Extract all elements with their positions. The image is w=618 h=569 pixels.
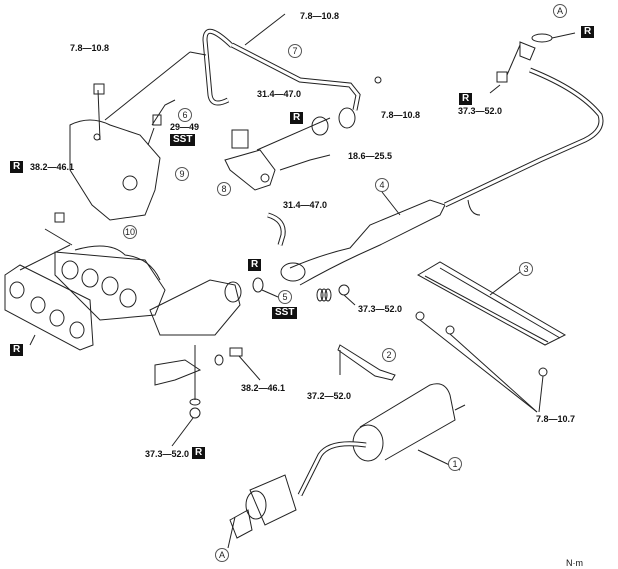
part-number-4: 4 — [375, 178, 389, 192]
nut — [445, 325, 455, 335]
front-pipe-drawing — [149, 279, 242, 336]
bolt — [229, 347, 243, 357]
torque-label: 7.8—10.7 — [536, 414, 576, 424]
part-number-1: 1 — [448, 457, 462, 471]
washer — [214, 354, 224, 366]
torque-label: 29—49 — [170, 122, 200, 132]
gasket-5 — [252, 277, 264, 293]
sst-badge: SST — [272, 307, 298, 319]
valve-assembly-8-drawing — [224, 129, 276, 191]
exhaust-manifold-10-drawing — [54, 245, 166, 321]
manifold-gasket-drawing — [4, 264, 94, 351]
torque-label: 37.3—52.0 — [145, 449, 190, 459]
torque-label: 7.8—10.8 — [300, 11, 340, 21]
bracket-2-drawing — [337, 344, 396, 381]
part-number-7: 7 — [288, 44, 302, 58]
torque-label: 7.8—10.8 — [381, 110, 421, 120]
bracket — [154, 359, 202, 386]
part-number-6: 6 — [178, 108, 192, 122]
pipe-7-drawing — [202, 13, 361, 111]
replace-badge: R — [290, 112, 304, 124]
nut — [415, 311, 425, 321]
converter-4-drawing — [280, 67, 604, 286]
torque-label: 37.3—52.0 — [458, 106, 503, 116]
reference-mark-a: A — [215, 548, 229, 562]
bolt — [93, 83, 105, 95]
flange — [519, 41, 536, 61]
replace-badge: R — [248, 259, 262, 271]
nut — [496, 71, 508, 83]
torque-unit-label: N·m — [566, 558, 583, 568]
gasket-a — [531, 33, 553, 43]
torque-label: 7.8—10.8 — [70, 43, 110, 53]
part-number-10: 10 — [123, 225, 137, 239]
replace-badge: R — [10, 161, 24, 173]
replace-badge: R — [581, 26, 595, 38]
spring-drawing — [316, 288, 332, 302]
torque-label: 38.2—46.1 — [241, 383, 286, 393]
insulator-3-drawing — [416, 261, 567, 346]
sensor-6-drawing — [151, 99, 176, 126]
replace-badge: R — [192, 447, 206, 459]
nut — [54, 212, 65, 223]
nut — [189, 407, 201, 419]
torque-label: 37.2—52.0 — [307, 391, 352, 401]
torque-label: 37.3—52.0 — [358, 304, 403, 314]
nut — [538, 367, 548, 377]
part-number-5: 5 — [278, 290, 292, 304]
sensor-body — [152, 114, 162, 126]
part-number-8: 8 — [217, 182, 231, 196]
replace-badge: R — [10, 344, 24, 356]
main-silencer-1-drawing — [229, 383, 466, 539]
heat-insulator-9-drawing — [69, 119, 161, 221]
washer — [189, 398, 201, 406]
flange — [338, 107, 356, 129]
nut — [374, 76, 382, 84]
torque-label: 38.2—46.1 — [30, 162, 75, 172]
part-number-2: 2 — [382, 348, 396, 362]
replace-badge: R — [459, 93, 473, 105]
torque-label: 31.4—47.0 — [283, 200, 328, 210]
nut — [338, 284, 350, 296]
part-number-9: 9 — [175, 167, 189, 181]
reference-mark-a: A — [553, 4, 567, 18]
sst-badge: SST — [170, 134, 196, 146]
part-number-3: 3 — [519, 262, 533, 276]
torque-label: 31.4—47.0 — [257, 89, 302, 99]
torque-label: 18.6—25.5 — [348, 151, 393, 161]
